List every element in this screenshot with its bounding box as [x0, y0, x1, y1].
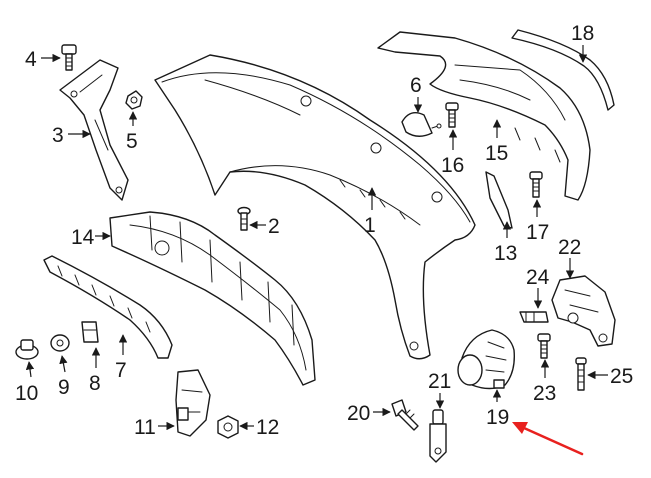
part-19-parking-sensor[interactable]: [457, 329, 515, 390]
part-11-bracket[interactable]: [175, 369, 211, 437]
callout-5: 5: [126, 130, 138, 153]
callout-16: 16: [441, 154, 464, 177]
callout-19: 19: [486, 406, 509, 429]
callout-20: 20: [347, 402, 370, 425]
callout-7: 7: [115, 359, 127, 382]
callout-3: 3: [52, 124, 64, 147]
callout-21: 21: [428, 370, 451, 393]
callout-11: 11: [134, 416, 156, 439]
part-9-washer[interactable]: [50, 334, 70, 352]
part-5-nut[interactable]: [125, 90, 143, 110]
part-10-push-nut[interactable]: [15, 339, 39, 360]
callout-23: 23: [533, 382, 556, 405]
part-22-side-bracket[interactable]: [551, 275, 616, 347]
part-21-sensor-clip[interactable]: [429, 409, 447, 463]
callout-1: 1: [364, 214, 376, 237]
callout-6: 6: [410, 74, 422, 97]
part-2-clip[interactable]: [237, 206, 251, 231]
callout-4: 4: [25, 48, 37, 71]
callout-24: 24: [526, 266, 550, 289]
callout-13: 13: [494, 242, 517, 265]
part-8-clip[interactable]: [81, 321, 99, 343]
part-23-screw[interactable]: [537, 333, 551, 359]
callout-18: 18: [571, 22, 594, 45]
part-12-nut[interactable]: [217, 415, 239, 439]
part-14-energy-absorber[interactable]: [109, 211, 316, 386]
part-4-bolt[interactable]: [61, 44, 77, 71]
part-6-cap[interactable]: [401, 112, 442, 137]
part-7-reinforcement[interactable]: [43, 255, 173, 359]
callout-15: 15: [485, 142, 508, 165]
part-16-screw[interactable]: [445, 102, 459, 128]
callout-12: 12: [256, 416, 279, 439]
highlight-arrow: [512, 422, 584, 456]
part-13-bracket[interactable]: [485, 171, 513, 229]
part-1-bumper-cover[interactable]: [154, 54, 476, 360]
callout-22: 22: [558, 236, 581, 259]
part-24-clip[interactable]: [519, 311, 549, 323]
leader-lines: [25, 45, 608, 431]
part-25-stud[interactable]: [575, 357, 587, 391]
callout-9: 9: [58, 376, 70, 399]
callout-17: 17: [526, 221, 549, 244]
part-3-bracket[interactable]: [59, 59, 129, 201]
part-18-molding[interactable]: [511, 29, 615, 111]
callout-labels: 1 2 3 4 5 6 7 8 9 10 11 12 13 14 15 16 1…: [15, 22, 633, 439]
callout-2: 2: [268, 215, 280, 238]
part-20-bolt[interactable]: [391, 399, 419, 431]
part-15-lower-valance[interactable]: [377, 31, 591, 201]
callout-8: 8: [89, 372, 101, 395]
part-17-screw[interactable]: [529, 171, 543, 198]
callout-14: 14: [71, 226, 95, 249]
callout-25: 25: [610, 365, 633, 388]
callout-10: 10: [15, 382, 38, 405]
